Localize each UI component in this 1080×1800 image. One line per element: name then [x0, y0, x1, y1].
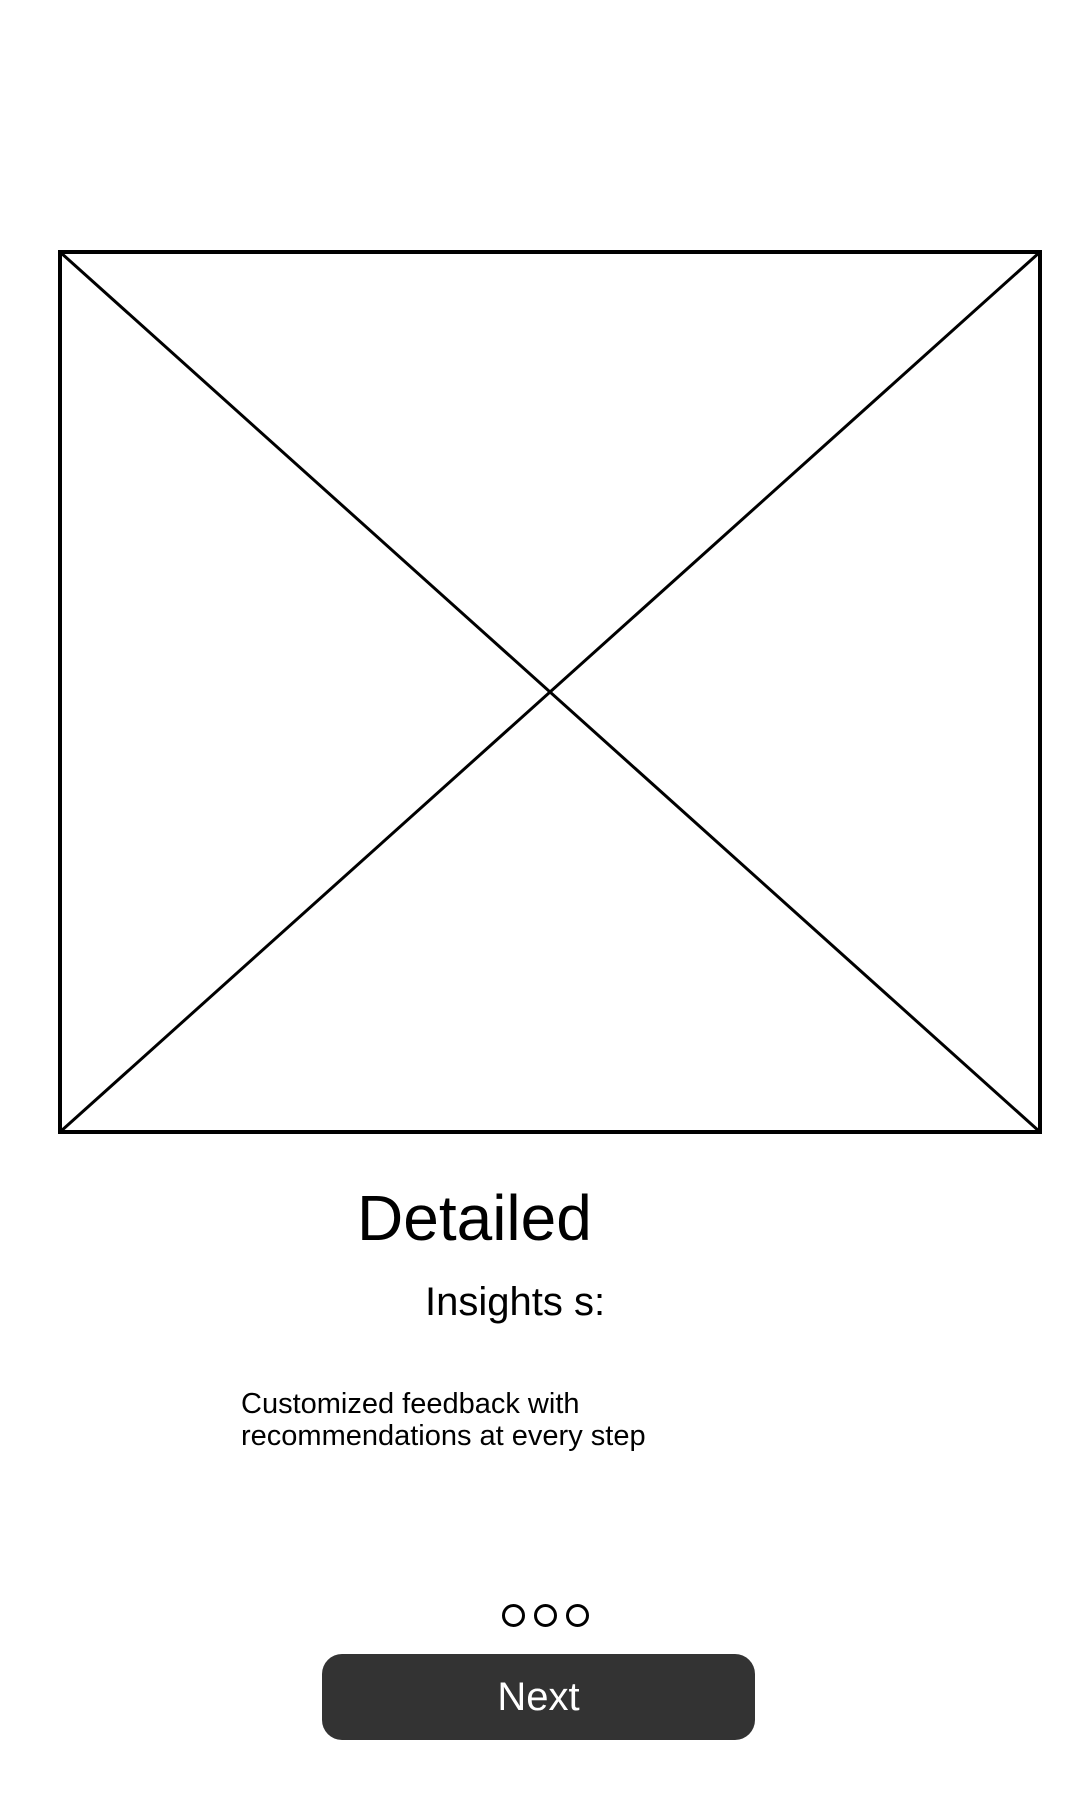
image-placeholder-graphic: [58, 250, 1042, 1134]
pager-dot-icon[interactable]: [566, 1604, 589, 1627]
pager-dot-icon[interactable]: [534, 1604, 557, 1627]
onboarding-title: Detailed: [357, 1182, 592, 1254]
image-placeholder-icon: [58, 250, 1042, 1134]
pager-dot-icon[interactable]: [502, 1604, 525, 1627]
image-placeholder-diagonal-b: [58, 250, 1042, 1134]
onboarding-description-line: Customized feedback with: [241, 1388, 580, 1420]
pager-indicator: [502, 1604, 589, 1627]
onboarding-description: Customized feedback with recommendations…: [241, 1388, 761, 1452]
onboarding-subtitle: Insights s:: [425, 1280, 606, 1324]
onboarding-description-line: recommendations at every step: [241, 1420, 646, 1452]
next-button[interactable]: Next: [322, 1654, 755, 1740]
